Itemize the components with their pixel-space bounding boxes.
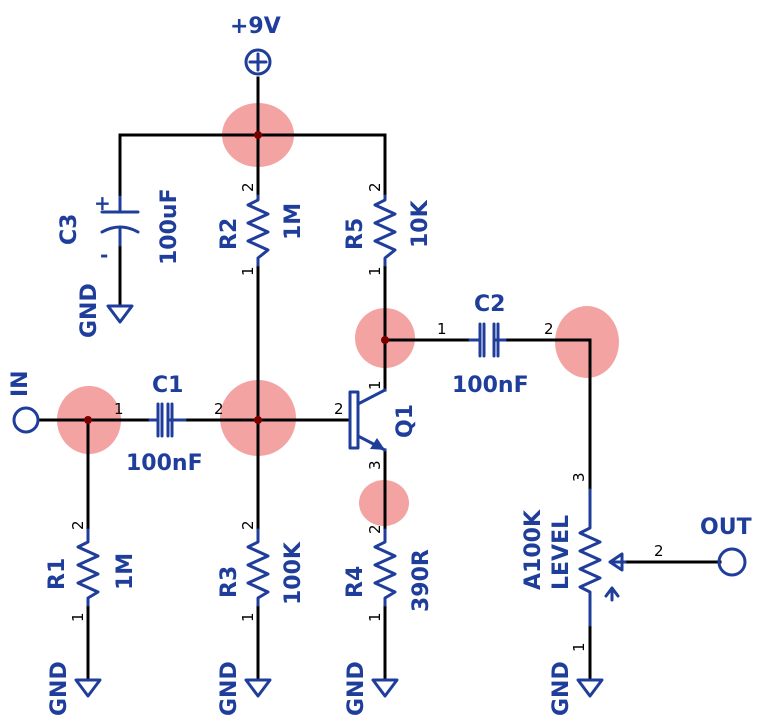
r3-ref: R3 [217,566,242,598]
r4-value: 390R [409,549,434,612]
capacitor-c3: + - C3 100uF [57,188,182,267]
resistor-r1: 2 1 R1 1M [45,520,138,622]
pin-label: 2 [366,182,384,192]
supply-terminal: +9V [230,14,281,76]
ground-c3: GND [77,283,134,338]
r1-value: 1M [113,553,138,590]
resistor-r3: 2 1 R3 100K [217,520,306,622]
ground-r1: GND [47,661,102,716]
pin-label: 2 [214,400,224,418]
ground-r4: GND [344,661,399,716]
c3-ref: C3 [57,214,82,245]
junction-dot [254,131,262,139]
in-label: IN [8,370,33,397]
pin-label: 1 [366,266,384,276]
q1-ref: Q1 [393,404,418,438]
junction-dot [381,336,389,344]
r2-value: 1M [281,203,306,240]
pin-label: 2 [654,542,664,560]
potentiometer-level: 3 2 1 A100K LEVEL [521,472,664,652]
gnd-label: GND [344,661,369,716]
r3-value: 100K [281,541,306,605]
resistor-r5: 2 1 R5 10K [343,182,433,276]
c3-value: 100uF [157,188,182,265]
pot-name: LEVEL [549,515,574,590]
ground-r3: GND [217,661,272,716]
pin-label: 2 [366,524,384,534]
capacitor-c1: 1 2 C1 100nF [114,373,224,476]
supply-label: +9V [230,14,281,39]
r4-ref: R4 [343,566,368,598]
transistor-q1: 1 2 3 Q1 [334,380,418,470]
junction-dot [84,416,92,424]
out-label: OUT [700,515,752,540]
gnd-label: GND [217,661,242,716]
junction-dot [254,416,262,424]
pin-label: 2 [239,520,257,530]
pin-label: 1 [239,612,257,622]
r1-ref: R1 [45,558,70,590]
r2-ref: R2 [217,218,242,250]
pin-label: 2 [544,320,554,338]
c3-plus: + [94,191,111,215]
resistor-r4: 2 1 R4 390R [343,524,434,622]
junctions [84,131,389,424]
c1-ref: C1 [152,373,183,398]
pin-label: 3 [570,472,588,482]
wires [36,76,722,682]
pin-label: 2 [69,520,87,530]
pin-label: 1 [366,612,384,622]
c3-minus: - [100,243,108,267]
ground-pot: GND [549,661,604,716]
pin-label: 1 [366,380,384,390]
pot-value: A100K [521,509,546,590]
gnd-label: GND [47,661,72,716]
grounds: GND GND GND GND GND [47,283,604,716]
out-terminal: OUT [700,515,752,577]
r5-value: 10K [408,199,433,248]
pin-label: 1 [239,266,257,276]
resistor-r2: 2 1 R2 1M [217,182,306,276]
pin-label: 1 [570,642,588,652]
pin-label: 1 [437,320,447,338]
gnd-label: GND [77,283,102,338]
in-terminal: IN [8,370,40,434]
c2-ref: C2 [474,292,505,317]
capacitor-c2: 1 2 C2 100nF [437,292,554,398]
pin-label: 2 [334,400,344,418]
pin-label: 1 [114,400,124,418]
highlight-c2-out-node [555,306,619,378]
c2-value: 100nF [452,373,529,398]
c1-value: 100nF [126,451,203,476]
pin-label: 1 [69,612,87,622]
pin-label: 2 [239,182,257,192]
r5-ref: R5 [343,218,368,250]
pin-label: 3 [366,460,384,470]
gnd-label: GND [549,661,574,716]
